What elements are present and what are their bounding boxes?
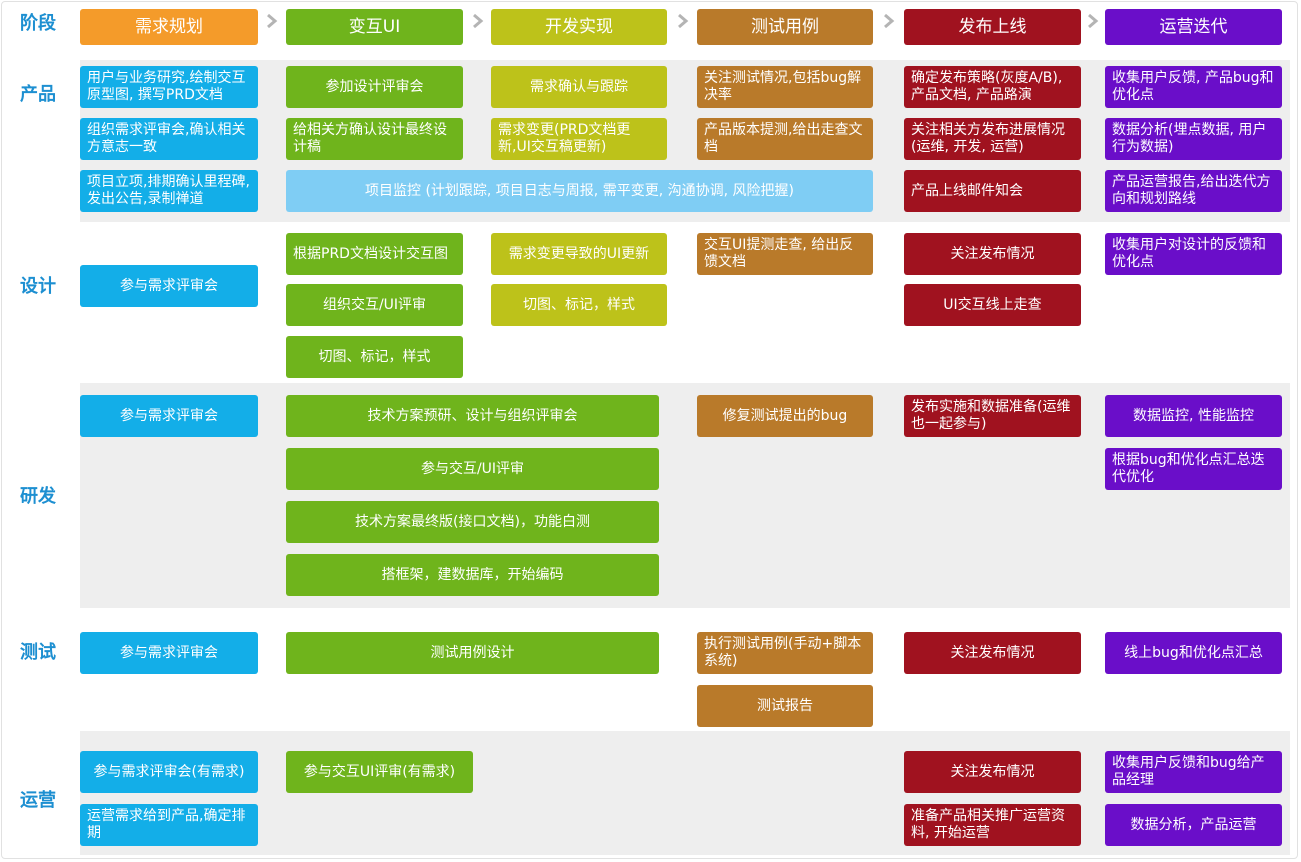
task-card: 参与需求评审会(有需求) [80, 751, 258, 793]
task-card: 技术方案预研、设计与组织评审会 [286, 395, 659, 437]
task-card: 收集用户反馈, 产品bug和优化点 [1105, 66, 1282, 108]
task-card: 收集用户反馈和bug给产品经理 [1105, 751, 1282, 793]
chevron-right-icon [883, 13, 895, 29]
task-card: 确定发布策略(灰度A/B),产品文档, 产品路演 [904, 66, 1081, 108]
band-ops [80, 731, 1290, 855]
task-card: 关注发布情况 [904, 751, 1081, 793]
task-card: 参与需求评审会 [80, 265, 258, 307]
task-card: 项目立项,排期确认里程碑,发出公告,录制禅道 [80, 170, 258, 212]
task-card: 关注测试情况,包括bug解决率 [697, 66, 873, 108]
chevron-right-icon [472, 13, 484, 29]
task-card: 数据分析，产品运营 [1105, 804, 1282, 846]
task-card: 发布实施和数据准备(运维也一起参与) [904, 395, 1081, 437]
phase-header: 运营迭代 [1105, 9, 1282, 45]
role-label-design: 设计 [20, 276, 56, 297]
task-card: 参与需求评审会 [80, 632, 258, 674]
task-card: 根据bug和优化点汇总迭代优化 [1105, 448, 1282, 490]
task-card: 需求变更导致的UI更新 [491, 233, 667, 275]
chevron-right-icon [1087, 13, 1099, 29]
task-card: 参与需求评审会 [80, 395, 258, 437]
task-card: 产品运营报告,给出迭代方向和规划路线 [1105, 170, 1282, 212]
task-card: 测试报告 [697, 685, 873, 727]
band-research [80, 383, 1290, 608]
role-label-ops: 运营 [20, 790, 56, 811]
task-card: 测试用例设计 [286, 632, 659, 674]
task-card: 关注发布情况 [904, 233, 1081, 275]
phase-header: 开发实现 [491, 9, 667, 45]
task-card: 修复测试提出的bug [697, 395, 873, 437]
chevron-right-icon [266, 13, 278, 29]
task-card: 关注发布情况 [904, 632, 1081, 674]
task-card: 线上bug和优化点汇总 [1105, 632, 1282, 674]
task-card: 参加设计评审会 [286, 66, 463, 108]
task-card: 产品版本提测,给出走查文档 [697, 118, 873, 160]
task-card: 准备产品相关推广运营资料, 开始运营 [904, 804, 1081, 846]
task-card: 切图、标记，样式 [286, 336, 463, 378]
task-card: 执行测试用例(手动+脚本系统) [697, 632, 873, 674]
role-label-research: 研发 [20, 486, 56, 507]
phase-header: 变互UI [286, 9, 463, 45]
task-card: 切图、标记，样式 [491, 284, 667, 326]
task-card: 给相关方确认设计最终设计稿 [286, 118, 463, 160]
role-label-product: 产品 [20, 84, 56, 105]
task-card: 项目监控 (计划跟踪, 项目日志与周报, 需平变更, 沟通协调, 风险把握) [286, 170, 873, 212]
task-card: 产品上线邮件知会 [904, 170, 1081, 212]
task-card: 技术方案最终版(接口文档)，功能白测 [286, 501, 659, 543]
task-card: UI交互线上走查 [904, 284, 1081, 326]
task-card: 需求确认与跟踪 [491, 66, 667, 108]
task-card: 交互UI提测走查, 给出反馈文档 [697, 233, 873, 275]
task-card: 参与交互/UI评审 [286, 448, 659, 490]
phase-header: 需求规划 [80, 9, 258, 45]
phase-header: 发布上线 [904, 9, 1081, 45]
task-card: 运营需求给到产品,确定排期 [80, 804, 258, 846]
task-card: 需求变更(PRD文档更新,UI交互稿更新) [491, 118, 667, 160]
task-card: 数据分析(埋点数据, 用户行为数据) [1105, 118, 1282, 160]
task-card: 用户与业务研究,绘制交互原型图, 撰写PRD文档 [80, 66, 258, 108]
task-card: 组织交互/UI评审 [286, 284, 463, 326]
stage-label: 阶段 [20, 13, 56, 34]
chevron-right-icon [677, 13, 689, 29]
task-card: 收集用户对设计的反馈和优化点 [1105, 233, 1282, 275]
task-card: 组织需求评审会,确认相关方意志一致 [80, 118, 258, 160]
task-card: 参与交互UI评审(有需求) [286, 751, 473, 793]
task-card: 根据PRD文档设计交互图 [286, 233, 463, 275]
phase-header: 测试用例 [697, 9, 873, 45]
task-card: 搭框架，建数据库，开始编码 [286, 554, 659, 596]
role-label-test: 测试 [20, 642, 56, 663]
task-card: 数据监控, 性能监控 [1105, 395, 1282, 437]
task-card: 关注相关方发布进展情况(运维, 开发, 运营) [904, 118, 1081, 160]
